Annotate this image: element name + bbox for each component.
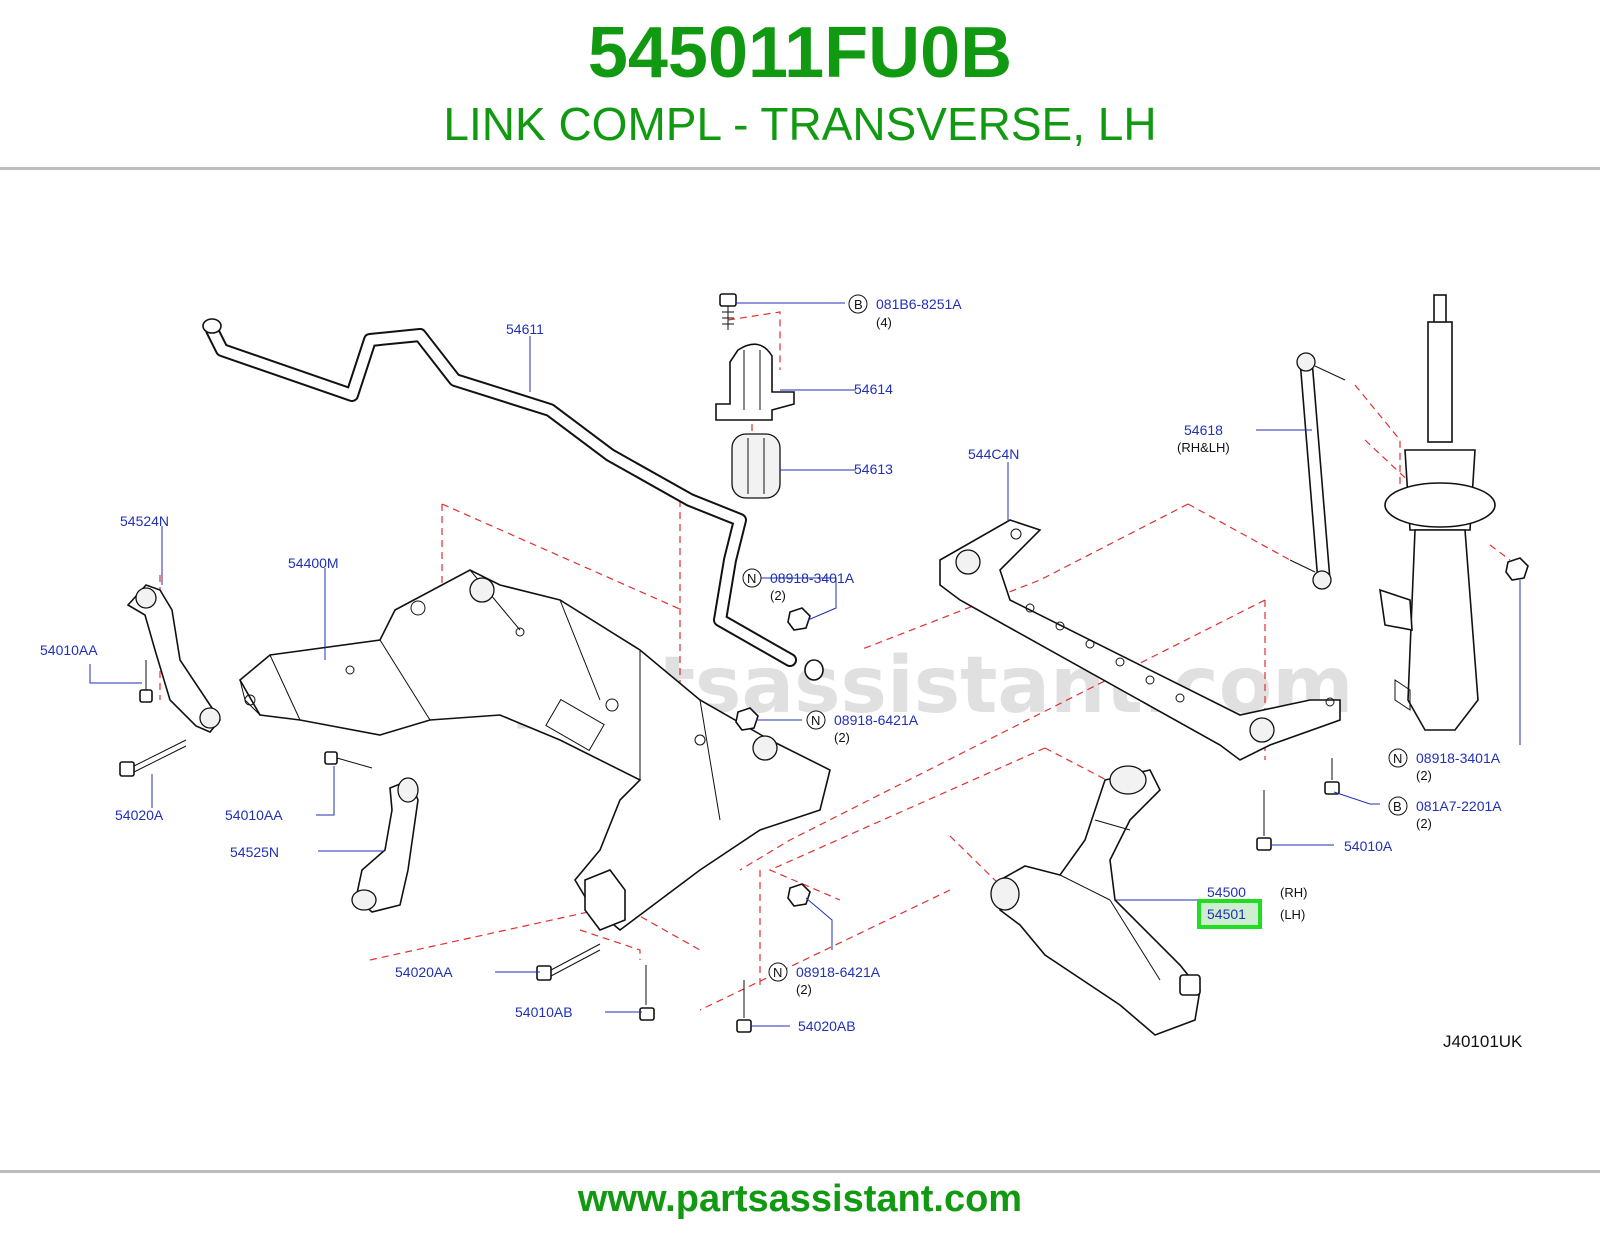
left-vertical-bolt-part <box>139 660 153 703</box>
callout-081b6-qty: (4) <box>876 315 892 330</box>
callout-08918-6421a-top[interactable]: 08918-6421A <box>834 712 919 728</box>
callout-54501-side: (LH) <box>1280 907 1305 922</box>
callout-54618[interactable]: 54618 <box>1184 422 1223 438</box>
callout-54500-side: (RH) <box>1280 885 1307 900</box>
bushing-part <box>731 433 781 499</box>
callout-081a7-qty: (2) <box>1416 816 1432 831</box>
nut-bottom-part <box>787 883 811 907</box>
highlight-box <box>1197 899 1262 929</box>
b-marker-icon <box>1388 796 1408 816</box>
part-number-title: 545011FU0B <box>587 13 1013 93</box>
callout-54525n[interactable]: 54525N <box>230 844 279 860</box>
bolt-part <box>719 293 737 330</box>
stabilizer-link-part <box>1289 352 1346 590</box>
nut-top-part <box>787 607 811 631</box>
bolt-54010ab-part <box>639 965 655 1021</box>
callout-08918-3401a-right-qty: (2) <box>1416 768 1432 783</box>
callout-54614[interactable]: 54614 <box>854 381 893 397</box>
n-marker-icon <box>768 962 788 982</box>
callout-08918-6421a-top-qty: (2) <box>834 730 850 745</box>
callout-54400m[interactable]: 54400M <box>288 555 339 571</box>
callout-081b6-8251a[interactable]: 081B6-8251A <box>876 296 962 312</box>
callout-54020ab[interactable]: 54020AB <box>798 1018 856 1034</box>
callout-08918-3401a-right[interactable]: 08918-3401A <box>1416 750 1501 766</box>
part-description: LINK COMPL - TRANSVERSE, LH <box>443 98 1157 150</box>
transverse-link-part <box>990 765 1201 1036</box>
callout-08918-6421a-bottom[interactable]: 08918-6421A <box>796 964 881 980</box>
bolt-54020aa-part <box>536 943 601 981</box>
callout-54618-qty: (RH&LH) <box>1177 440 1230 455</box>
n-marker-letter: N <box>773 965 782 980</box>
header-divider <box>0 167 1600 170</box>
callout-54020a[interactable]: 54020A <box>115 807 164 823</box>
n-marker-letter: N <box>811 713 820 728</box>
callout-544c4n[interactable]: 544C4N <box>968 446 1019 462</box>
callout-54010aa-mid[interactable]: 54010AA <box>225 807 283 823</box>
footer-divider <box>0 1170 1600 1173</box>
callout-54611[interactable]: 54611 <box>506 321 544 337</box>
b-marker-letter: B <box>1393 799 1402 814</box>
callout-54500[interactable]: 54500 <box>1207 884 1246 900</box>
callout-leaders <box>89 302 1521 1027</box>
mid-bolt-part <box>324 751 373 769</box>
member-544c4n-part <box>939 519 1341 761</box>
bolt-54010a-part <box>1256 790 1272 851</box>
bolt-081a7-part <box>1324 758 1340 795</box>
callout-54010ab[interactable]: 54010AB <box>515 1004 573 1020</box>
diagram-code: J40101UK <box>1443 1032 1523 1051</box>
callout-labels: 54611 B 081B6-8251A (4) 54614 54613 5461… <box>40 294 1523 1051</box>
stabilizer-bar-part <box>202 318 824 681</box>
callout-08918-3401a-top[interactable]: 08918-3401A <box>770 570 855 586</box>
nut-mid-part <box>735 707 759 731</box>
footer-url[interactable]: www.partsassistant.com <box>577 1178 1023 1220</box>
n-marker-letter: N <box>747 571 756 586</box>
n-marker-icon <box>1388 748 1408 768</box>
rear-link-bracket-part <box>126 584 221 733</box>
callout-54501[interactable]: 54501 <box>1207 906 1246 922</box>
b-marker-icon <box>848 294 868 314</box>
callout-08918-3401a-top-qty: (2) <box>770 588 786 603</box>
n-marker-icon <box>806 710 826 730</box>
callout-54020aa[interactable]: 54020AA <box>395 964 453 980</box>
b-marker-letter: B <box>854 297 863 312</box>
callout-54010aa-left[interactable]: 54010AA <box>40 642 98 658</box>
bracket-part <box>715 343 795 421</box>
callout-54524n[interactable]: 54524N <box>120 513 169 529</box>
bolt-54020ab-part <box>736 980 752 1033</box>
callout-54613[interactable]: 54613 <box>854 461 893 477</box>
callout-08918-6421a-bottom-qty: (2) <box>796 982 812 997</box>
callout-54010a[interactable]: 54010A <box>1344 838 1393 854</box>
crossmember-part <box>238 569 831 932</box>
left-horizontal-bolt-part <box>119 739 187 777</box>
callout-081a7-2201a[interactable]: 081A7-2201A <box>1416 798 1502 814</box>
strut-nut-part <box>1505 557 1529 581</box>
link-part <box>351 777 419 913</box>
n-marker-icon <box>742 568 762 588</box>
n-marker-letter: N <box>1393 751 1402 766</box>
strut-part <box>1379 294 1496 731</box>
